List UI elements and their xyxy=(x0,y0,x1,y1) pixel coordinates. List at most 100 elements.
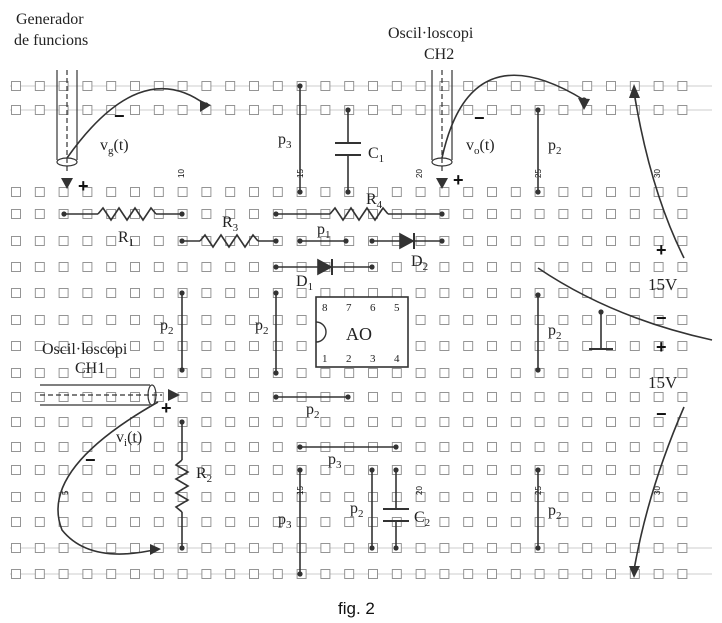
breadboard-hole xyxy=(629,341,640,351)
breadboard-hole xyxy=(320,105,331,115)
breadboard-hole xyxy=(153,187,164,197)
breadboard-hole xyxy=(439,288,450,298)
breadboard-hole xyxy=(106,187,117,197)
breadboard-hole xyxy=(629,236,640,246)
breadboard-hole xyxy=(487,465,497,475)
breadboard-hole xyxy=(391,417,402,427)
breadboard-hole xyxy=(344,543,355,553)
breadboard-hole xyxy=(58,315,69,325)
breadboard-hole xyxy=(415,368,426,378)
breadboard-hole xyxy=(606,236,616,246)
breadboard-hole xyxy=(201,442,212,452)
breadboard-hole xyxy=(368,517,378,527)
connection-dot xyxy=(203,102,209,108)
p3-label-middle: p3 xyxy=(328,451,342,471)
breadboard-hole xyxy=(368,368,378,378)
ch1-ground-tip xyxy=(150,544,161,555)
breadboard-hole xyxy=(225,492,236,502)
connection-dot xyxy=(273,211,279,217)
breadboard-hole xyxy=(606,209,616,219)
breadboard-hole xyxy=(34,262,45,272)
breadboard-hole xyxy=(11,517,21,527)
breadboard-hole xyxy=(130,368,140,378)
c2-label: C2 xyxy=(414,509,430,529)
breadboard-hole xyxy=(58,341,69,351)
breadboard-hole xyxy=(82,417,93,427)
breadboard-hole xyxy=(34,392,45,402)
breadboard-hole xyxy=(582,81,593,91)
breadboard-hole xyxy=(487,236,497,246)
generator-signal-tip xyxy=(61,178,73,189)
breadboard-hole xyxy=(201,368,212,378)
breadboard-hole xyxy=(487,315,497,325)
p2-label-right: p2 xyxy=(548,322,562,342)
breadboard-hole xyxy=(558,187,569,197)
c1-label: C1 xyxy=(368,145,384,165)
breadboard-hole xyxy=(34,465,45,475)
breadboard-hole xyxy=(58,543,69,553)
supply-top-minus: − xyxy=(656,308,667,328)
breadboard-hole xyxy=(272,465,283,475)
breadboard-hole xyxy=(415,442,426,452)
breadboard-hole xyxy=(582,341,593,351)
connection-dot xyxy=(631,89,637,95)
breadboard-hole xyxy=(225,392,236,402)
breadboard-hole xyxy=(510,105,521,115)
breadboard-hole xyxy=(320,465,331,475)
breadboard-hole xyxy=(582,465,593,475)
breadboard-hole xyxy=(487,81,497,91)
figure-caption: fig. 2 xyxy=(338,599,375,618)
connection-dot xyxy=(273,238,279,244)
breadboard-hole xyxy=(58,417,69,427)
r4-zigzag xyxy=(329,206,389,222)
breadboard-hole xyxy=(177,262,188,272)
breadboard-hole xyxy=(130,187,140,197)
breadboard-hole xyxy=(320,417,331,427)
breadboard-hole xyxy=(249,517,259,527)
breadboard-hole xyxy=(201,81,212,91)
breadboard-hole xyxy=(439,392,450,402)
p2-label-bottom-center: p2 xyxy=(350,500,364,520)
breadboard-hole xyxy=(249,569,259,579)
breadboard-hole xyxy=(225,569,236,579)
op-amp-pin-7: 7 xyxy=(346,302,352,314)
breadboard-hole xyxy=(225,315,236,325)
breadboard-hole xyxy=(629,187,640,197)
breadboard-hole xyxy=(272,105,283,115)
ch2-label-line1: Oscil·loscopi xyxy=(388,25,474,42)
breadboard-hole xyxy=(34,209,45,219)
generator-probe xyxy=(56,70,78,172)
breadboard-hole xyxy=(272,187,283,197)
breadboard-hole xyxy=(677,105,688,115)
breadboard-hole xyxy=(106,81,117,91)
op-amp-pin-4: 4 xyxy=(394,353,400,365)
connection-dot xyxy=(297,189,303,195)
breadboard-hole xyxy=(415,492,426,502)
breadboard-hole xyxy=(106,315,117,325)
breadboard-hole xyxy=(510,517,521,527)
r2-label: R2 xyxy=(196,465,212,485)
breadboard-hole xyxy=(558,341,569,351)
breadboard-hole xyxy=(534,569,545,579)
breadboard-hole xyxy=(225,442,236,452)
breadboard-hole xyxy=(225,288,236,298)
breadboard-hole xyxy=(225,543,236,553)
breadboard-hole xyxy=(272,417,283,427)
breadboard-hole xyxy=(11,569,21,579)
breadboard-hole xyxy=(463,543,474,553)
connection-dot xyxy=(297,467,303,473)
ch1-label-line1: Oscil·loscopi xyxy=(42,341,128,358)
breadboard-hole xyxy=(368,187,378,197)
breadboard-hole xyxy=(344,517,355,527)
vg-label: vg(t) xyxy=(100,137,129,157)
breadboard-hole xyxy=(510,187,521,197)
breadboard-hole xyxy=(629,517,640,527)
breadboard-hole xyxy=(606,81,616,91)
breadboard-hole xyxy=(296,517,307,527)
breadboard-hole xyxy=(653,392,664,402)
breadboard-hole xyxy=(106,341,117,351)
breadboard-hole xyxy=(415,465,426,475)
breadboard-hole xyxy=(320,569,331,579)
breadboard-hole xyxy=(415,517,426,527)
supply-ground-lead xyxy=(537,267,713,341)
